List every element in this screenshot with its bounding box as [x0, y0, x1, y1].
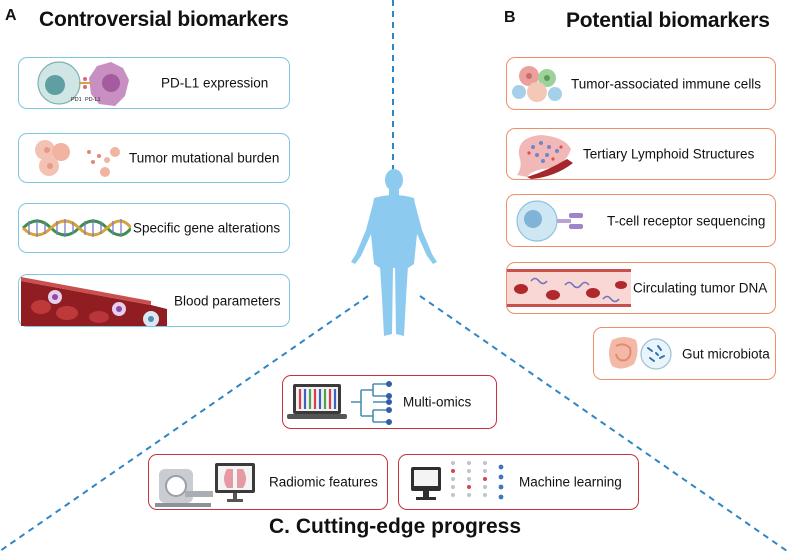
pd1-pdl1-cells-icon: PD1 PD-L1 [37, 61, 129, 106]
biomarker-label: Circulating tumor DNA [633, 280, 768, 296]
biomarker-card-ctdna: Circulating tumor DNA [506, 262, 776, 314]
biomarker-label: Blood parameters [174, 293, 281, 308]
human-figure-icon [351, 169, 437, 336]
blood-vessel-dna-icon [507, 269, 631, 307]
biomarker-card-tcr-sequencing: T-cell receptor sequencing [506, 194, 776, 247]
progress-card-machine-learning: Machine learning [398, 454, 639, 510]
biomarker-label: PD-L1 expression [161, 75, 269, 91]
biomarker-card-tmb: Tumor mutational burden [18, 133, 290, 183]
dna-helix-icon [21, 219, 131, 237]
intestine-microbe-icon [609, 337, 672, 370]
pd1-label: PD1 [71, 97, 82, 103]
biomarker-card-gut-microbiota: Gut microbiota [593, 327, 776, 380]
biomarker-label: Tumor-associated immune cells [571, 76, 762, 91]
progress-label: Radiomic features [269, 474, 378, 490]
section-b-letter: B [504, 9, 516, 26]
blood-cells-icon [21, 277, 167, 326]
biomarker-label: Tertiary Lymphoid Structures [583, 146, 755, 162]
laptop-tree-icon [287, 381, 392, 425]
biomarker-card-tertiary-lymphoid: Tertiary Lymphoid Structures [506, 128, 776, 180]
section-b-title: Potential biomarkers [566, 9, 770, 32]
ct-scanner-icon [155, 463, 255, 507]
biomarker-label: Specific gene alterations [133, 220, 281, 236]
biomarker-card-blood-parameters: Blood parameters [18, 274, 290, 327]
t-cell-receptor-icon [516, 200, 583, 242]
lymphoid-tissue-icon [517, 135, 573, 179]
pd-l1-label: PD-L1 [85, 97, 101, 103]
section-c-title: C. Cutting-edge progress [269, 515, 522, 538]
immune-cells-icon [512, 66, 562, 102]
biomarker-card-pd-l1: PD1 PD-L1 PD-L1 expression [18, 57, 290, 109]
progress-label: Multi-omics [403, 394, 472, 410]
biomarker-card-immune-cells: Tumor-associated immune cells [506, 57, 776, 110]
biomarker-label: T-cell receptor sequencing [607, 213, 766, 228]
progress-label: Machine learning [519, 474, 622, 490]
progress-card-radiomic: Radiomic features [148, 454, 388, 510]
tumor-cells-icon [35, 140, 120, 177]
biomarker-label: Gut microbiota [682, 346, 770, 361]
progress-card-multi-omics: Multi-omics [282, 375, 497, 429]
biomarker-card-gene-alterations: Specific gene alterations [18, 203, 290, 253]
section-a-letter: A [5, 7, 17, 24]
section-a-title: Controversial biomarkers [39, 8, 289, 31]
biomarker-label: Tumor mutational burden [129, 150, 280, 166]
monitor-network-icon [411, 461, 504, 500]
